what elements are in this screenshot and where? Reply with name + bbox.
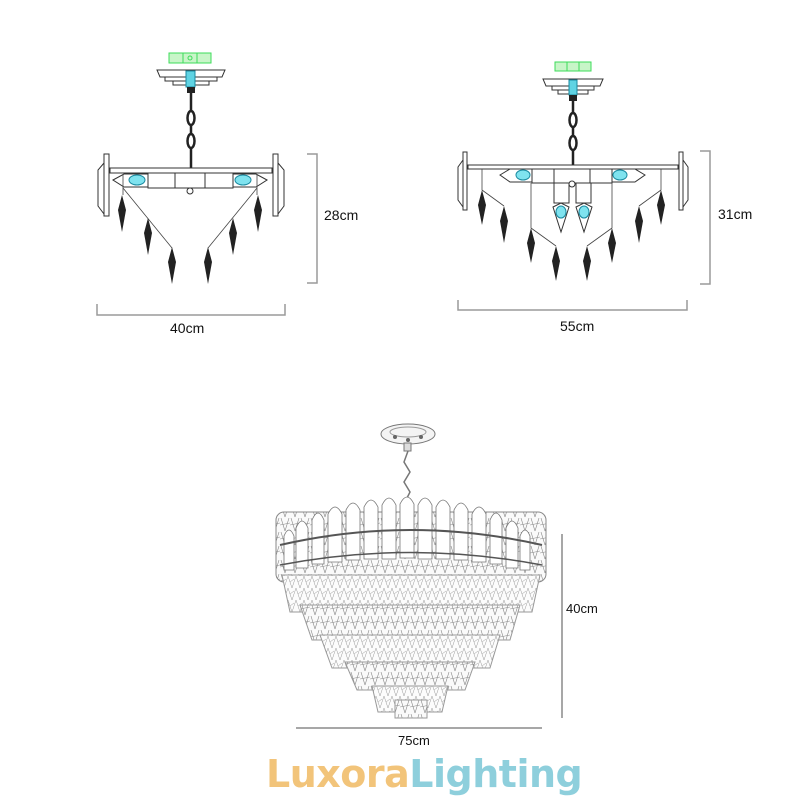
small-height-label: 28cm <box>324 207 359 223</box>
brand-name-part2: Lighting <box>409 752 583 796</box>
medium-height-label: 31cm <box>718 206 753 222</box>
brand-name-part1: Luxora <box>266 752 410 796</box>
large-height-label: 40cm <box>566 601 598 616</box>
medium-width-label: 55cm <box>560 318 595 334</box>
brand-logo: LuxoraLighting <box>266 750 583 798</box>
small-width-label: 40cm <box>170 320 205 336</box>
large-width-label: 75cm <box>398 733 430 748</box>
